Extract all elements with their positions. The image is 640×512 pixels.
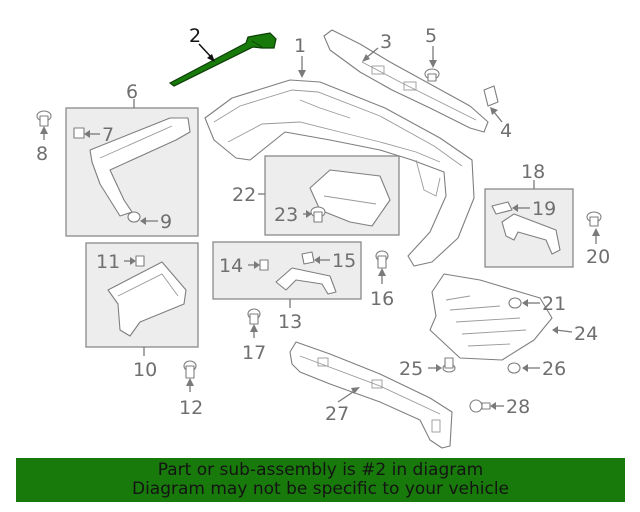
callout-25: 25 <box>399 358 423 380</box>
callout-28: 28 <box>506 396 530 418</box>
callout-18: 18 <box>521 161 545 183</box>
callout-6: 6 <box>126 81 138 103</box>
parts-diagram: 2 1 3 5 4 6 7 <box>36 25 610 449</box>
callout-24: 24 <box>574 323 598 345</box>
part-6-bracket <box>89 117 191 217</box>
part-15-clip <box>301 251 315 265</box>
part-11-clip <box>135 255 145 267</box>
callout-1: 1 <box>294 35 306 57</box>
part-3-bracket <box>323 29 489 133</box>
callout-17: 17 <box>242 342 266 364</box>
callout-27: 27 <box>325 403 349 425</box>
part-24-under-shield <box>429 273 553 361</box>
callout-3: 3 <box>380 31 392 53</box>
part-16-screw <box>375 250 389 269</box>
callout-12: 12 <box>179 397 203 419</box>
part-12-screw <box>183 360 197 379</box>
banner-line-1: Part or sub-assembly is #2 in diagram <box>157 460 484 480</box>
callout-15: 15 <box>332 250 356 272</box>
callout-13: 13 <box>278 311 302 333</box>
part-20-screw <box>586 211 602 227</box>
callout-2: 2 <box>189 25 201 47</box>
part-14-clip <box>259 259 269 271</box>
callout-22: 22 <box>232 184 256 206</box>
part-9-nut <box>127 211 141 223</box>
part-5-screw <box>424 68 440 82</box>
part-26-screw <box>507 362 521 374</box>
callout-9: 9 <box>160 211 172 233</box>
banner-line-2: Diagram may not be specific to your vehi… <box>131 479 509 499</box>
part-27-reinforcement-beam <box>289 341 453 449</box>
part-info-banner: Part or sub-assembly is #2 in diagram Di… <box>16 458 625 502</box>
part-17-screw <box>247 308 261 325</box>
part-13-bracket <box>275 267 337 295</box>
part-2-highlighted[interactable] <box>168 32 277 87</box>
part-10-bracket <box>107 261 187 337</box>
callout-21: 21 <box>542 293 566 315</box>
part-8-screw <box>36 110 52 127</box>
part-4-clip <box>483 85 499 107</box>
part-21-nut <box>508 297 522 309</box>
part-18-bracket <box>501 213 561 255</box>
callout-8: 8 <box>36 143 48 165</box>
callout-10: 10 <box>133 359 157 381</box>
part-28-screw <box>469 399 491 413</box>
callout-16: 16 <box>370 288 394 310</box>
callout-7: 7 <box>102 124 114 146</box>
callout-4: 4 <box>500 120 512 142</box>
part-1-bumper-cover <box>204 79 475 267</box>
callout-20: 20 <box>586 246 610 268</box>
callout-26: 26 <box>542 358 566 380</box>
part-25-screw <box>442 357 456 373</box>
callout-19: 19 <box>532 198 556 220</box>
callout-14: 14 <box>219 255 243 277</box>
part-19-clip <box>491 201 513 215</box>
part-23-screw <box>310 206 326 223</box>
callout-11: 11 <box>96 251 120 273</box>
callout-23: 23 <box>274 204 298 226</box>
callout-5: 5 <box>425 25 437 47</box>
part-7-clip <box>73 127 85 139</box>
